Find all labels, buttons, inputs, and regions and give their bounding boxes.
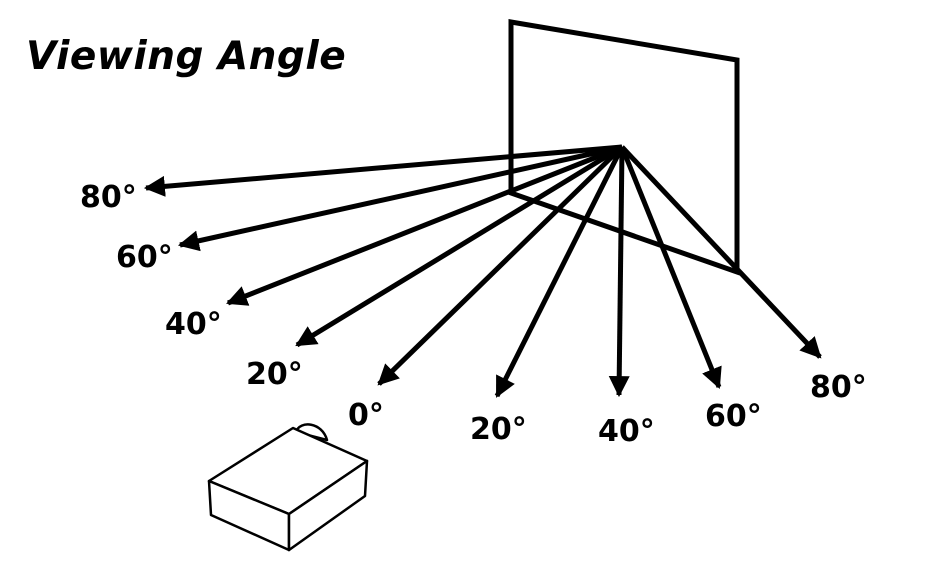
angle-labels: 80° 60° 40° 20° 0° 20° 40° 60° 80°: [80, 180, 867, 449]
arrow-right-8: [620, 145, 822, 359]
arrow-right-5: [494, 145, 625, 398]
projector-lens: [294, 423, 329, 442]
arrow-right-7: [619, 146, 722, 389]
projector-box: [207, 423, 369, 552]
angle-label-right-8: 80°: [810, 370, 867, 405]
diagram-title: Viewing Angle: [26, 34, 347, 79]
arrow-center-4: [377, 145, 624, 386]
angle-label-right-5: 20°: [470, 412, 527, 447]
arrow-left-2: [226, 144, 623, 306]
arrow-left-3: [295, 144, 624, 348]
angle-label-center-4: 0°: [348, 398, 384, 433]
projector-side-face: [287, 459, 369, 552]
angle-label-left-3: 20°: [246, 357, 303, 392]
angle-arrows: [143, 144, 822, 398]
arrow-left-1: [177, 144, 623, 252]
arrow-right-6: [608, 146, 630, 398]
angle-label-right-6: 40°: [598, 414, 655, 449]
angle-label-left-2: 40°: [165, 307, 222, 342]
angle-label-left-1: 60°: [116, 240, 173, 275]
arrow-left-0: [143, 144, 623, 197]
angle-label-left-0: 80°: [80, 180, 137, 215]
angle-label-right-7: 60°: [705, 399, 762, 434]
